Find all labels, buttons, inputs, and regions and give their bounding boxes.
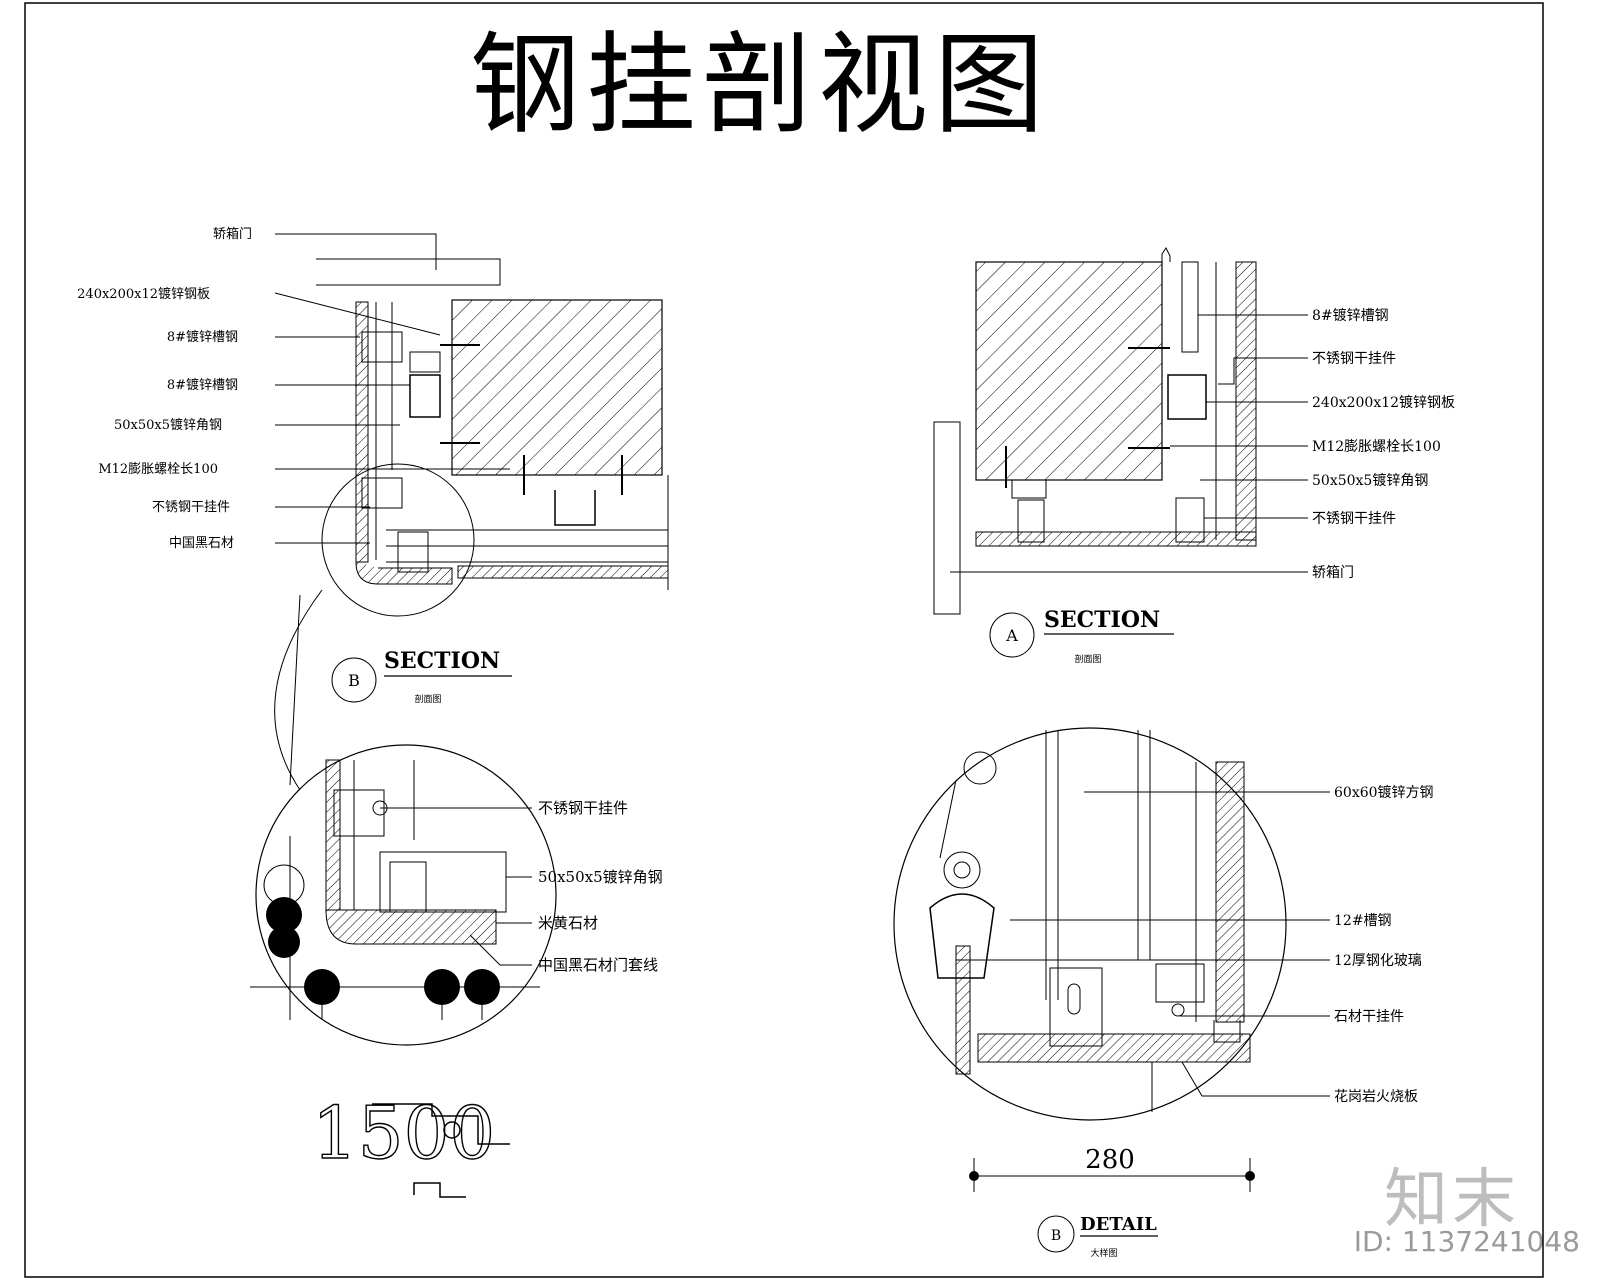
callout-a-6: 轿箱门 [1312, 565, 1354, 581]
section-a-label: SECTION [1044, 607, 1160, 633]
callout-a-2: 240x200x12镀锌钢板 [1312, 394, 1455, 411]
section-a-marker: A [1005, 626, 1018, 645]
section-b-label: SECTION [384, 648, 500, 674]
detail-b-drawing: 60x60镀锌方钢 12#槽钢 12厚钢化玻璃 石材干挂件 花岗岩火烧板 280… [893, 727, 1434, 1259]
callout-db-2: 12厚钢化玻璃 [1334, 952, 1422, 969]
section-a-drawing: 8#镀锌槽钢 不锈钢干挂件 240x200x12镀锌钢板 M12膨胀螺栓长100… [933, 247, 1455, 665]
detail-b-label: DETAIL [1080, 1214, 1157, 1235]
callout-dl-1: 50x50x5镀锌角钢 [538, 868, 663, 886]
callout-b-7: 中国黑石材 [169, 536, 234, 551]
callout-dl-0: 不锈钢干挂件 [538, 799, 628, 817]
page-title: 钢挂剖视图 [470, 21, 1050, 149]
callout-db-3: 石材干挂件 [1334, 1009, 1404, 1025]
drawing-border [24, 2, 1544, 1278]
section-b-drawing: B SECTION 剖面图 轿箱门 240x200x12镀锌钢板 8#镀锌槽钢 … [77, 226, 669, 791]
callout-b-0: 轿箱门 [213, 226, 252, 242]
callout-b-2: 8#镀锌槽钢 [167, 329, 238, 345]
section-b-marker: B [348, 671, 360, 690]
callout-b-3: 8#镀锌槽钢 [167, 377, 238, 393]
callout-a-1: 不锈钢干挂件 [1312, 351, 1396, 367]
callout-b-4: 50x50x5镀锌角钢 [114, 417, 222, 433]
section-a-scale: 剖面图 [1074, 653, 1101, 665]
callout-b-5: M12膨胀螺栓长100 [98, 462, 218, 477]
detail-b-marker: B [1051, 1228, 1061, 1244]
concrete-wall [451, 299, 663, 476]
callout-dl-2: 米黄石材 [538, 914, 598, 932]
callout-b-1: 240x200x12镀锌钢板 [77, 286, 210, 302]
callout-db-0: 60x60镀锌方钢 [1334, 784, 1434, 801]
callout-a-5: 不锈钢干挂件 [1312, 511, 1396, 527]
detail-left-drawing: 不锈钢干挂件 50x50x5镀锌角钢 米黄石材 中国黑石材门套线 1500 [250, 744, 663, 1198]
callout-db-4: 花岗岩火烧板 [1334, 1089, 1418, 1105]
section-b-scale: 剖面图 [414, 693, 441, 705]
concrete-wall-a [975, 261, 1163, 481]
detail-b-dim: 280 [1085, 1145, 1135, 1175]
callout-dl-3: 中国黑石材门套线 [538, 956, 658, 974]
watermark-logo: 知末 [1384, 1163, 1520, 1237]
detail-b-scale: 大样图 [1090, 1247, 1117, 1259]
callout-a-3: M12膨胀螺栓长100 [1312, 438, 1441, 455]
callout-a-0: 8#镀锌槽钢 [1312, 307, 1389, 324]
callout-b-6: 不锈钢干挂件 [152, 500, 230, 515]
callout-db-1: 12#槽钢 [1334, 913, 1392, 929]
callout-a-4: 50x50x5镀锌角钢 [1312, 472, 1428, 489]
